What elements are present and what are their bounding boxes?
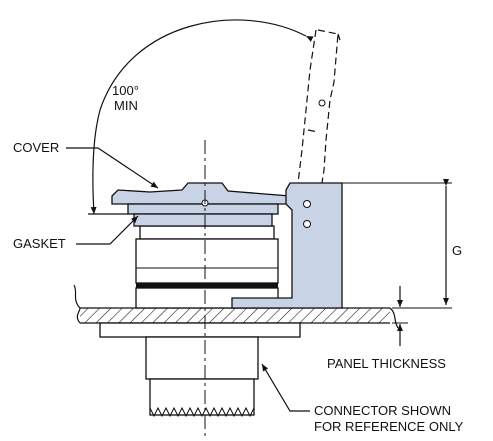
connector-upper-body xyxy=(135,225,279,309)
cover-assembly xyxy=(111,182,293,227)
connector-note-line2: FOR REFERENCE ONLY xyxy=(314,419,464,434)
cover-open-phantom xyxy=(297,29,341,184)
connector-leader xyxy=(261,363,310,412)
gasket-leader xyxy=(76,215,139,245)
angle-label-value: 100° xyxy=(112,83,139,98)
connector-note-line1: CONNECTOR SHOWN xyxy=(314,403,451,418)
cover-leader xyxy=(66,147,159,189)
gasket-label: GASKET xyxy=(13,236,66,251)
connector-lower-body xyxy=(99,322,301,418)
panel-thickness-label: PANEL THICKNESS xyxy=(327,356,446,371)
cover-label: COVER xyxy=(13,140,59,155)
g-label: G xyxy=(452,243,462,258)
angle-label-min: MIN xyxy=(114,98,138,113)
angle-arc xyxy=(90,19,314,215)
